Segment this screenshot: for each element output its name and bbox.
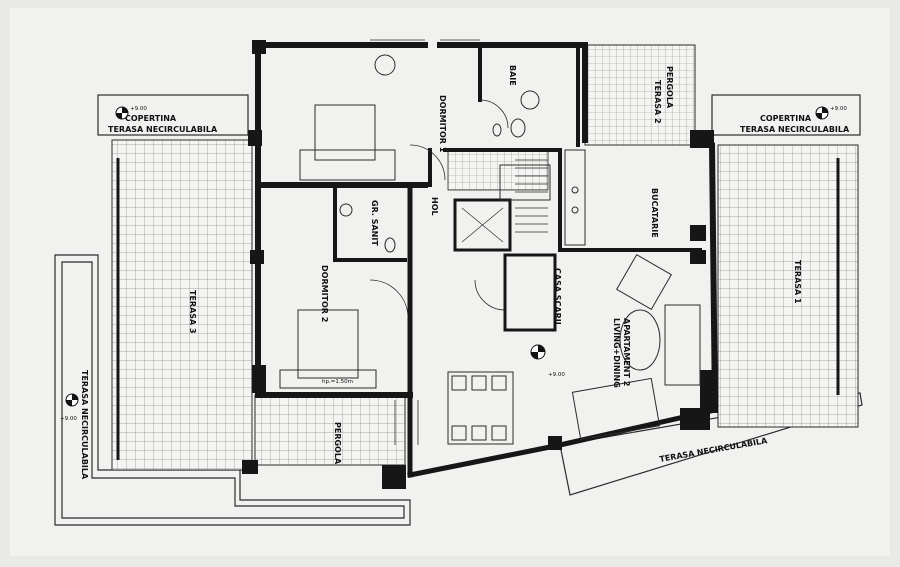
- label-baie: BAIE: [508, 65, 517, 86]
- label-level-right: +9.00: [830, 106, 847, 112]
- label-hol: HOL: [430, 197, 439, 216]
- label-terasa-necirc-right-top: TERASA NECIRCULABILA: [740, 125, 850, 134]
- label-dormitor2: DORMITOR 2: [320, 265, 329, 322]
- label-casa-scarii: CASA SCARII: [553, 268, 562, 325]
- doors: [369, 99, 509, 445]
- label-level-left: +9.00: [130, 106, 147, 112]
- room-labels: COPERTINA TERASA NECIRCULABILA COPERTINA…: [60, 65, 850, 480]
- label-level-900: +9.00: [548, 372, 565, 378]
- label-terasa2: TERASA 2: [653, 80, 662, 124]
- label-terasa1: TERASA 1: [793, 260, 802, 304]
- label-terasa-necirc-left-top: TERASA NECIRCULABILA: [108, 125, 218, 134]
- label-living: LIVING+DINING: [612, 318, 621, 388]
- label-copertina-right: COPERTINA: [760, 114, 812, 123]
- outer-parapets: [54, 94, 863, 526]
- furniture: [279, 54, 701, 445]
- label-bucatarie: BUCATARIE: [650, 188, 659, 238]
- label-terasa3: TERASA 3: [188, 290, 197, 334]
- label-dormitor1: DORMITOR 1: [438, 95, 447, 153]
- terraces: [111, 44, 859, 471]
- wall-blocks: [242, 40, 714, 489]
- label-terasa-necirc-left-vertical: TERASA NECIRCULABILA: [80, 370, 89, 480]
- label-level-bottom-left: +9.00: [60, 416, 77, 422]
- windows: [111, 39, 840, 460]
- stairs: [461, 159, 548, 243]
- label-pergola-top: PERGOLA: [665, 66, 674, 109]
- label-pergola-bottom: PERGOLA: [333, 422, 342, 465]
- label-copertina-left: COPERTINA: [125, 114, 177, 123]
- level-markers: [65, 106, 829, 407]
- label-gr-sanit: GR. SANIT: [370, 200, 379, 246]
- label-apartament: APARTAMENT 2: [622, 318, 631, 386]
- label-hp: hp.=1.50m: [322, 379, 353, 385]
